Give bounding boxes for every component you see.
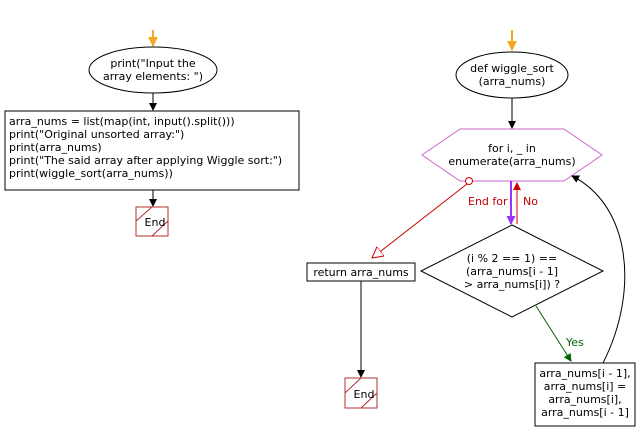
condition-line-2: (arra_nums[i - 1] — [466, 265, 558, 278]
swap-line-4: arra_nums[i - 1] — [541, 406, 629, 419]
loop-line-2: enumerate(arra_nums) — [448, 155, 575, 168]
print-prompt-node: print("Input the array elements: ") — [88, 46, 218, 94]
code-block-node: arra_nums = list(map(int, input().split(… — [4, 110, 300, 191]
right-end-node: End — [344, 377, 378, 409]
return-node: return arra_nums — [306, 262, 416, 282]
def-line-2: (arra_nums) — [479, 75, 546, 88]
swap-line-3: arra_nums[i], — [548, 393, 621, 406]
end-for-origin-dot — [465, 177, 473, 185]
code-line-4: print("The said array after applying Wig… — [9, 154, 282, 167]
code-line-2: print("Original unsorted array:") — [9, 128, 184, 141]
swap-block-node: arra_nums[i - 1], arra_nums[i] = arra_nu… — [534, 362, 636, 427]
condition-line-3: > arra_nums[i]) ? — [464, 278, 560, 291]
yes-arrow — [535, 305, 572, 362]
print-prompt-line-1: print("Input the — [110, 57, 195, 70]
left-end-label: End — [145, 216, 166, 229]
swap-to-loop-curve — [571, 175, 626, 364]
code-line-5: print(wiggle_sort(arra_nums)) — [9, 167, 173, 180]
condition-node: (i % 2 == 1) == (arra_nums[i - 1] > arra… — [419, 224, 605, 318]
loop-line-1: for i, _ in — [488, 142, 536, 155]
swap-line-1: arra_nums[i - 1], — [539, 367, 630, 380]
condition-line-1: (i % 2 == 1) == — [467, 252, 557, 265]
code-line-3: print(arra_nums) — [9, 141, 102, 154]
end-for-label: End for — [468, 195, 508, 208]
yes-label: Yes — [565, 336, 584, 349]
loop-node: for i, _ in enumerate(arra_nums) — [421, 128, 603, 182]
return-label: return arra_nums — [313, 266, 409, 279]
def-line-1: def wiggle_sort — [470, 62, 554, 75]
end-for-arrow — [372, 183, 468, 258]
code-line-1: arra_nums = list(map(int, input().split(… — [9, 115, 235, 128]
no-label: No — [523, 195, 538, 208]
right-end-label: End — [354, 388, 375, 401]
print-prompt-line-2: array elements: ") — [103, 70, 203, 83]
def-node: def wiggle_sort (arra_nums) — [455, 51, 569, 99]
left-end-node: End — [135, 206, 169, 237]
swap-line-2: arra_nums[i] = — [544, 380, 627, 393]
